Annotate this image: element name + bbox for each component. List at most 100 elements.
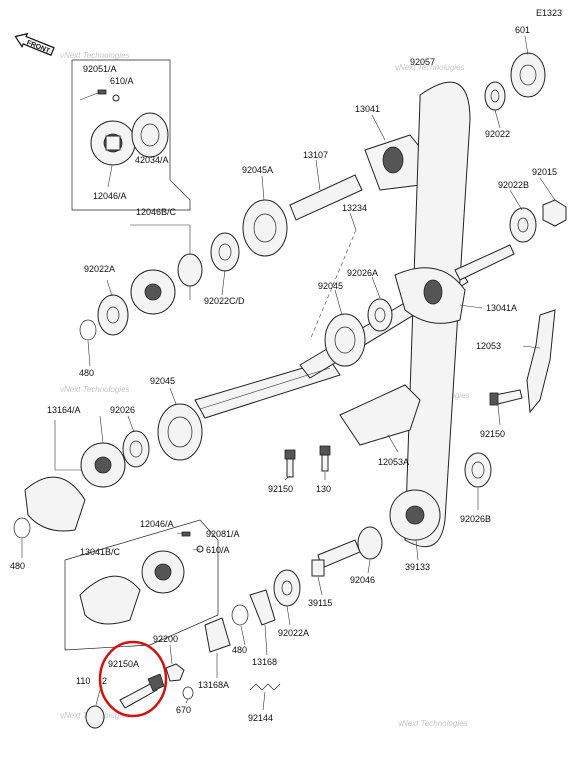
sprocket-13041bc xyxy=(79,575,141,625)
label-92150a: 92150A xyxy=(108,659,139,669)
shaft-39115 xyxy=(311,539,361,577)
label-92022-right: 92022 xyxy=(485,129,510,139)
bearing-601 xyxy=(510,52,546,98)
label-13168: 13168 xyxy=(252,657,277,667)
label-92026a: 92026A xyxy=(347,268,378,278)
spring-92144 xyxy=(249,683,281,691)
label-92022a-left: 92022A xyxy=(84,264,115,274)
label-480-mid: 480 xyxy=(232,645,247,655)
watermark-text: vNext Technologies xyxy=(398,719,468,728)
circlip-480-mid xyxy=(231,604,249,626)
label-92150-mid: 92150 xyxy=(268,484,293,494)
label-13164a: 13164/A xyxy=(47,405,81,415)
label-12046a-top: 12046/A xyxy=(93,191,127,201)
label-610a-mid: 610/A xyxy=(206,545,230,555)
sprocket-12046a-mid xyxy=(141,550,185,594)
washer-92022cd xyxy=(210,232,240,272)
bearing-92045a xyxy=(242,199,288,257)
highlight-circle xyxy=(98,640,168,718)
guide-12053a xyxy=(339,384,421,446)
watermark-text: vNext Technologies xyxy=(395,63,465,72)
label-670: 670 xyxy=(176,705,191,715)
label-39115: 39115 xyxy=(308,598,332,608)
washer-92022a-bottom xyxy=(273,569,301,607)
circlip-670 xyxy=(182,686,194,700)
label-92022a-bottom: 92022A xyxy=(278,628,309,638)
washer-92022b xyxy=(509,207,537,243)
sprocket-12046a-top xyxy=(90,120,136,166)
shaft-right xyxy=(454,244,515,281)
label-13041bc: 13041B/C xyxy=(80,547,121,557)
bolt-92150a xyxy=(119,673,165,709)
label-12046a-mid: 12046/A xyxy=(140,519,174,529)
label-13041: 13041 xyxy=(355,104,380,114)
washer-92026a xyxy=(367,298,393,332)
label-13168a: 13168A xyxy=(198,680,229,690)
label-92081a: 92081/A xyxy=(206,529,240,539)
needle-bearing-92046 xyxy=(357,526,383,560)
label-92045-upper: 92045 xyxy=(318,281,343,291)
label-42034a: 42034/A xyxy=(135,155,169,165)
guide-12053 xyxy=(526,309,556,414)
front-arrow-icon: FRONT xyxy=(14,32,55,56)
label-92045a: 92045A xyxy=(242,165,273,175)
plate-13168 xyxy=(249,589,276,626)
label-92015: 92015 xyxy=(532,167,557,177)
bolt-92150-mid xyxy=(284,449,296,478)
label-110: 110 xyxy=(76,676,90,686)
label-610a-top: 610/A xyxy=(110,76,134,86)
bolt-130 xyxy=(319,445,331,472)
sprocket-12046bc xyxy=(130,253,203,315)
label-13107: 13107 xyxy=(303,150,328,160)
pin-92051a-top xyxy=(97,89,120,102)
sprocket-13164a xyxy=(24,442,126,532)
watermark-text: vNext Technologies xyxy=(60,51,130,60)
label-92051a-top: 92051/A xyxy=(83,64,117,74)
label-601: 601 xyxy=(515,25,530,35)
label-39133: 39133 xyxy=(405,562,430,572)
circlip-480-top xyxy=(79,319,97,341)
label-92144: 92144 xyxy=(248,713,273,723)
lever-13168a xyxy=(204,617,231,653)
label-2: 2 xyxy=(102,676,107,686)
label-92045-mid: 92045 xyxy=(150,376,175,386)
label-92026: 92026 xyxy=(110,405,135,415)
sprocket-13041 xyxy=(364,134,431,191)
bearing-92045-mid xyxy=(157,403,203,461)
circlip-480-left xyxy=(13,517,31,539)
sprocket-39133 xyxy=(389,489,441,541)
washer-92022a-left xyxy=(97,294,129,336)
label-92150-right: 92150 xyxy=(480,429,505,439)
label-92200: 92200 xyxy=(153,634,178,644)
label-130: 130 xyxy=(316,484,331,494)
group-box-lower-left xyxy=(64,519,219,651)
label-92026b: 92026B xyxy=(460,514,491,524)
label-92057: 92057 xyxy=(410,57,435,67)
bearing-92045-upper xyxy=(324,313,366,367)
label-480-left: 480 xyxy=(10,561,25,571)
washer-92022-right xyxy=(484,81,506,111)
sprocket-13041a xyxy=(394,267,466,324)
label-92046: 92046 xyxy=(350,575,375,585)
needle-bearing-13107 xyxy=(289,174,363,221)
label-92022b: 92022B xyxy=(498,180,529,190)
leader-lines xyxy=(21,35,556,711)
nut-92015 xyxy=(542,199,567,227)
label-92022cd: 92022C/D xyxy=(204,296,245,306)
washer-92026b xyxy=(464,452,492,488)
collar-110 xyxy=(85,705,105,729)
watermark-text: vNext Technologies xyxy=(60,385,130,394)
label-12053a: 12053A xyxy=(378,457,409,467)
label-12046bc: 12046B/C xyxy=(136,207,177,217)
label-13041a: 13041A xyxy=(486,303,517,313)
part-labels: 601 92057 92022 92015 92022B 13041 13107… xyxy=(10,25,557,723)
washer-92026 xyxy=(122,430,150,468)
sprocket-hub-42034a xyxy=(131,112,169,158)
group-box-top-left xyxy=(71,59,191,211)
diagram-code: E1323 xyxy=(536,8,562,18)
label-480-top: 480 xyxy=(79,368,94,378)
label-13234: 13234 xyxy=(342,203,367,213)
bolt-92150-right xyxy=(489,389,523,406)
label-12053: 12053 xyxy=(476,341,501,351)
